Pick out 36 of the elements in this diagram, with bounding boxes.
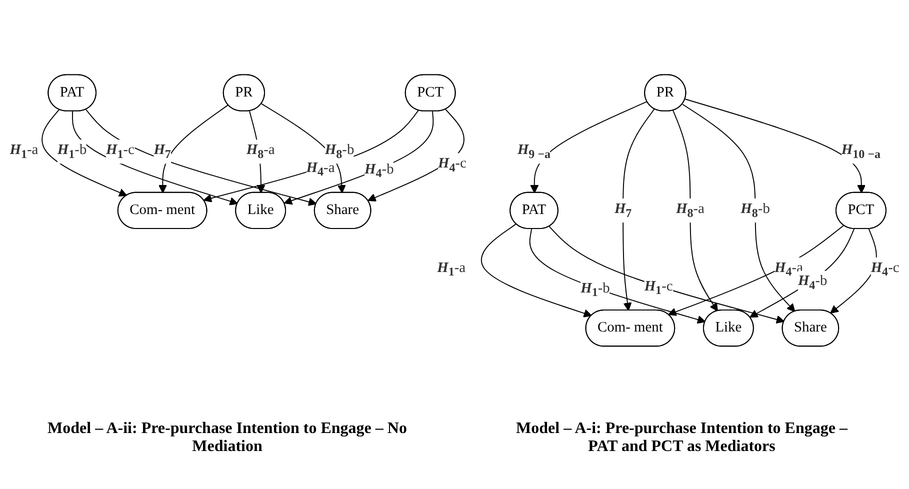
edge-label: H$_{4}$-a [306, 160, 335, 178]
arrow [682, 103, 796, 312]
arrow [668, 224, 844, 316]
arrow [622, 108, 655, 310]
edge-label: H$_{9 −a}$ [517, 142, 551, 160]
edge-label: H$_{1}$-a [437, 260, 466, 278]
edge-label: H$_{1}$-c [644, 278, 673, 297]
edge-label: H$_{4}$-c [438, 156, 466, 174]
arrow [749, 228, 855, 318]
arrow [481, 223, 592, 317]
edge-label: H$_{1}$-b [580, 280, 610, 299]
edge-label: H$_{1}$-c [106, 142, 134, 160]
edge-label: H$_{1}$-b [57, 142, 87, 160]
edge-label: H$_{7}$ [614, 200, 632, 220]
arrow [158, 104, 229, 193]
arrow [548, 226, 785, 324]
edge-label: H$_{4}$-b [364, 161, 394, 180]
model-caption: Model – A-i: Pre-purchase Intention to Engage – PAT and PCT as Mediators [515, 420, 849, 456]
edge-label: H$_{10 −a}$ [841, 142, 881, 160]
model-caption: Model – A-ii: Pre-purchase Intention to Engage – No Mediation [47, 420, 408, 456]
arrow [261, 102, 346, 193]
arrow [72, 110, 238, 205]
edge-label: H$_{7}$ [154, 142, 171, 160]
edge-label: H$_{8}$-b [324, 142, 354, 160]
edge-label: H$_{8}$-a [676, 200, 704, 220]
arrow [530, 100, 648, 193]
arrow [529, 228, 706, 324]
edge-label: H$_{4}$-b [798, 273, 828, 292]
arrow [42, 108, 128, 196]
edge-label: H$_{4}$-c [870, 260, 900, 278]
edge-label: H$_{8}$-a [246, 142, 275, 160]
edge-label: H$_{1}$-a [10, 142, 38, 160]
arrow [672, 110, 718, 312]
edge-label: H$_{8}$-b [740, 200, 770, 220]
arrow [284, 110, 434, 204]
arrow [684, 98, 866, 193]
